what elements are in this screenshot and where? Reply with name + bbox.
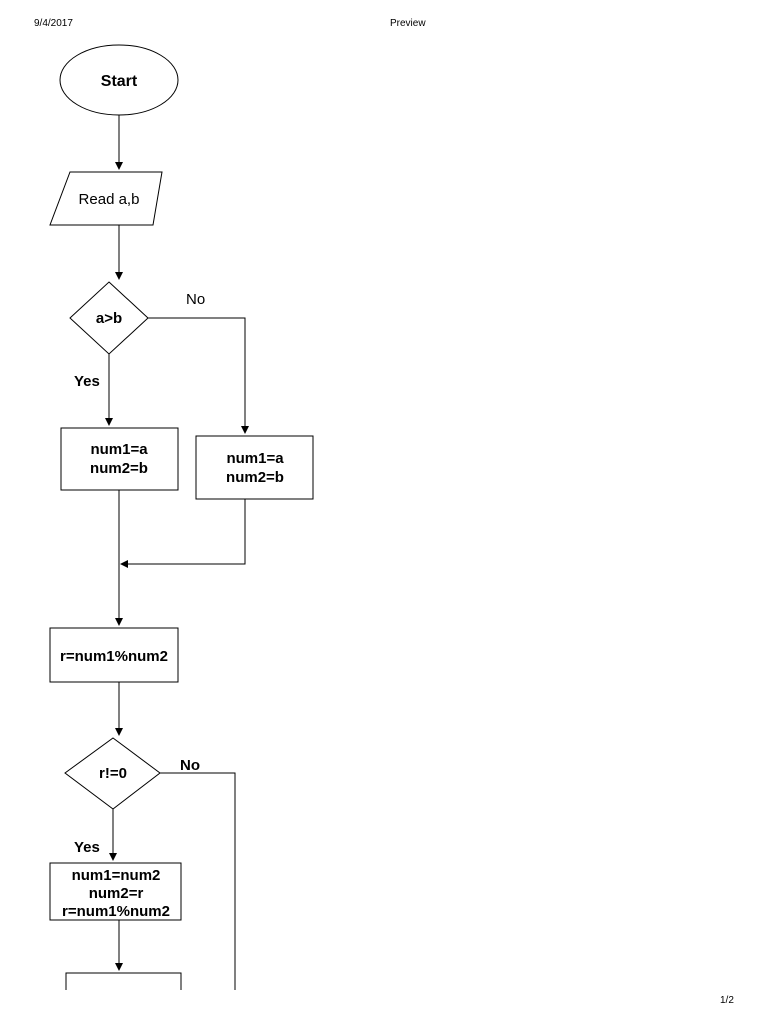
edge-decision2-no — [160, 772, 236, 990]
assign-yes-line2: num2=b — [90, 460, 148, 477]
decision1-no-label: No — [186, 291, 205, 308]
read-node — [49, 171, 163, 226]
decision2-label: r!=0 — [99, 765, 127, 782]
read-label: Read a,b — [79, 191, 140, 208]
assign-yes-node — [60, 427, 179, 491]
decision2-yes-label: Yes — [74, 839, 100, 856]
assign-yes-line1: num1=a — [90, 441, 148, 458]
decision2-no-label: No — [180, 757, 200, 774]
assign-no-node — [195, 435, 314, 500]
remainder-node — [49, 627, 179, 683]
edge-decision1-no — [148, 317, 249, 434]
loop-update-node — [49, 862, 182, 921]
loop-update-line1: num1=num2 — [72, 867, 161, 884]
assign-no-line2: num2=b — [226, 469, 284, 486]
start-label: Start — [101, 73, 138, 90]
remainder-label: r=num1%num2 — [60, 648, 168, 665]
edge-no-box-merge — [120, 499, 246, 568]
next-node-partial — [65, 972, 182, 990]
header-date: 9/4/2017 — [34, 18, 73, 29]
loop-update-line3: r=num1%num2 — [62, 903, 170, 920]
footer-page-number: 1/2 — [720, 995, 734, 1006]
decision1-yes-label: Yes — [74, 373, 100, 390]
decision1-label: a>b — [96, 310, 122, 327]
assign-no-line1: num1=a — [226, 450, 284, 467]
loop-update-line2: num2=r — [89, 885, 144, 902]
header-title: Preview — [390, 18, 426, 29]
